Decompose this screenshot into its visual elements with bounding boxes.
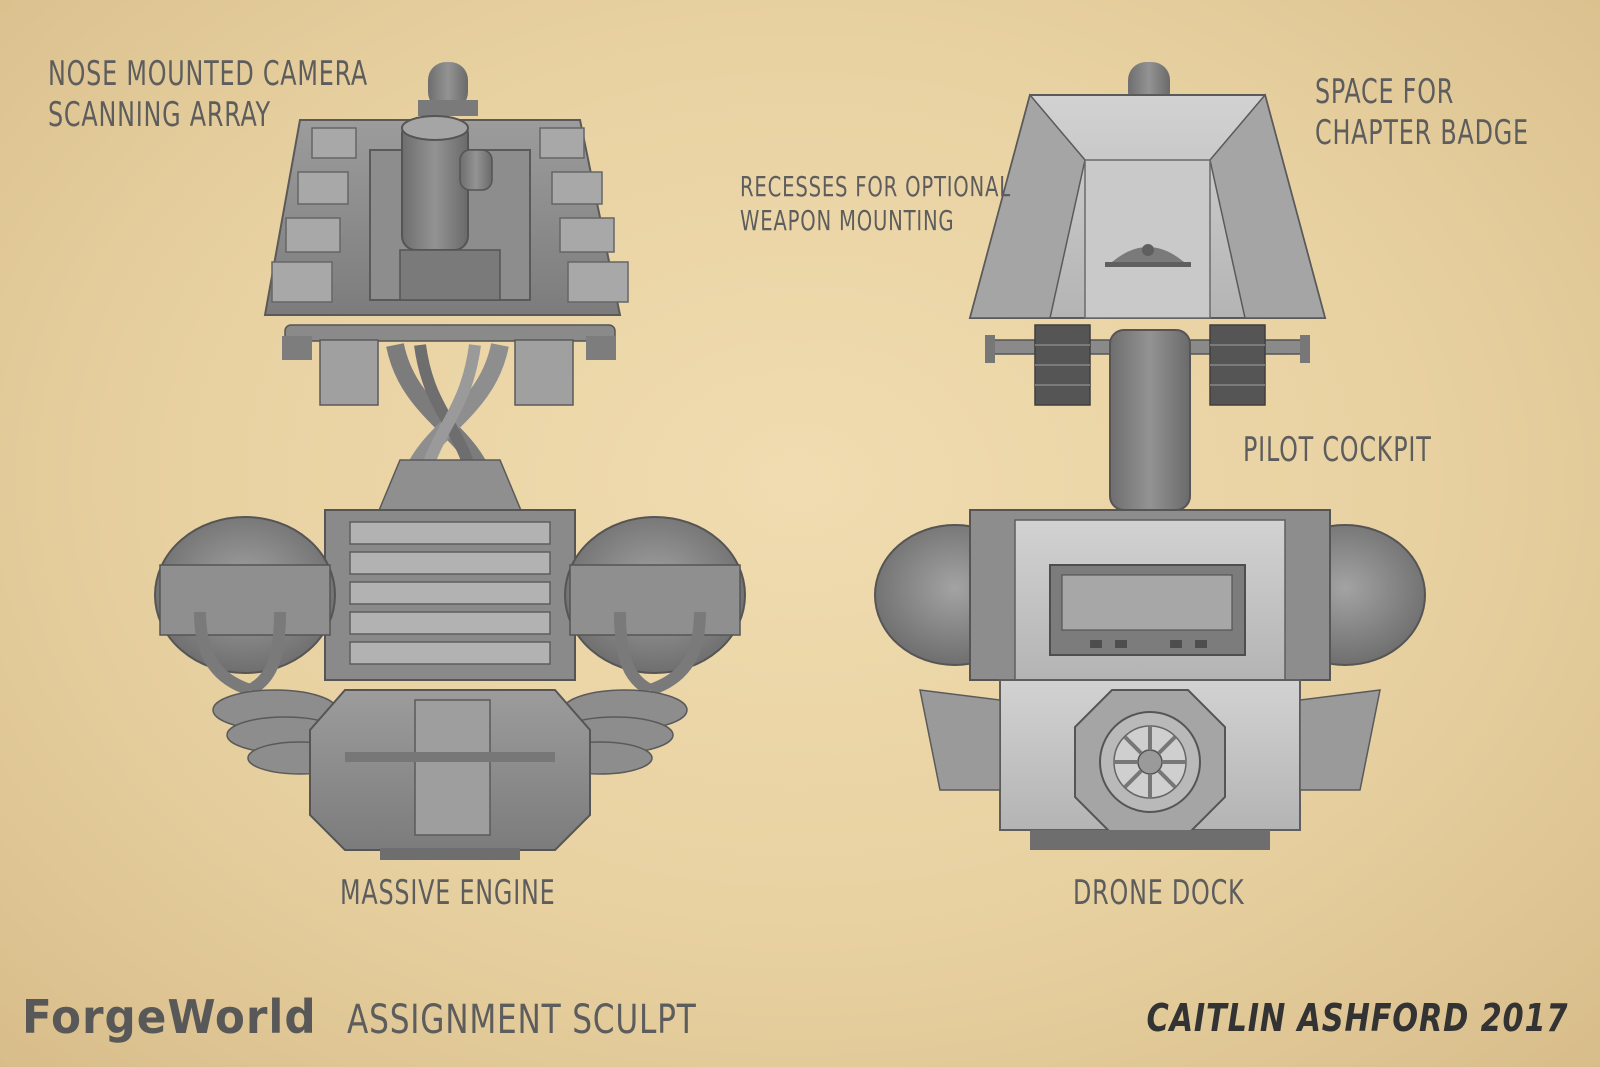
forgeworld-logo: ForgeWorld (22, 990, 317, 1044)
label-chapter-badge-line-1: SPACE FOR (1315, 72, 1455, 112)
label-recesses-line-2: WEAPON MOUNTING (740, 203, 955, 237)
label-drone-dock: DRONE DOCK (1073, 873, 1244, 914)
model-top-view (154, 62, 746, 860)
label-recesses-line-1: RECESSES FOR OPTIONAL (740, 170, 1011, 203)
label-drone-dock-text: DRONE DOCK (1073, 873, 1245, 913)
brand-subtitle: ASSIGNMENT SCULPT (347, 997, 697, 1043)
drone-dock-hatch-icon (1074, 689, 1226, 835)
label-massive-engine: MASSIVE ENGINE (340, 873, 555, 914)
label-recesses: RECESSES FOR OPTIONAL WEAPON MOUNTING (740, 170, 1011, 237)
artist-credit: CAITLIN ASHFORD 2017 (1146, 996, 1568, 1040)
label-pilot-cockpit-text: PILOT COCKPIT (1243, 430, 1432, 470)
model-bottom-view (874, 62, 1426, 850)
label-nose-camera: NOSE MOUNTED CAMERA SCANNING ARRAY (48, 54, 368, 136)
label-nose-camera-line-2: SCANNING ARRAY (48, 94, 271, 135)
label-chapter-badge-line-2: CHAPTER BADGE (1315, 112, 1529, 153)
label-chapter-badge: SPACE FOR CHAPTER BADGE (1315, 72, 1529, 154)
footer-branding: ForgeWorld ASSIGNMENT SCULPT (22, 990, 795, 1044)
chapter-badge-icon (1105, 244, 1191, 267)
label-massive-engine-text: MASSIVE ENGINE (340, 873, 556, 913)
label-pilot-cockpit: PILOT COCKPIT (1243, 430, 1432, 471)
label-nose-camera-line-1: NOSE MOUNTED CAMERA (48, 54, 368, 94)
